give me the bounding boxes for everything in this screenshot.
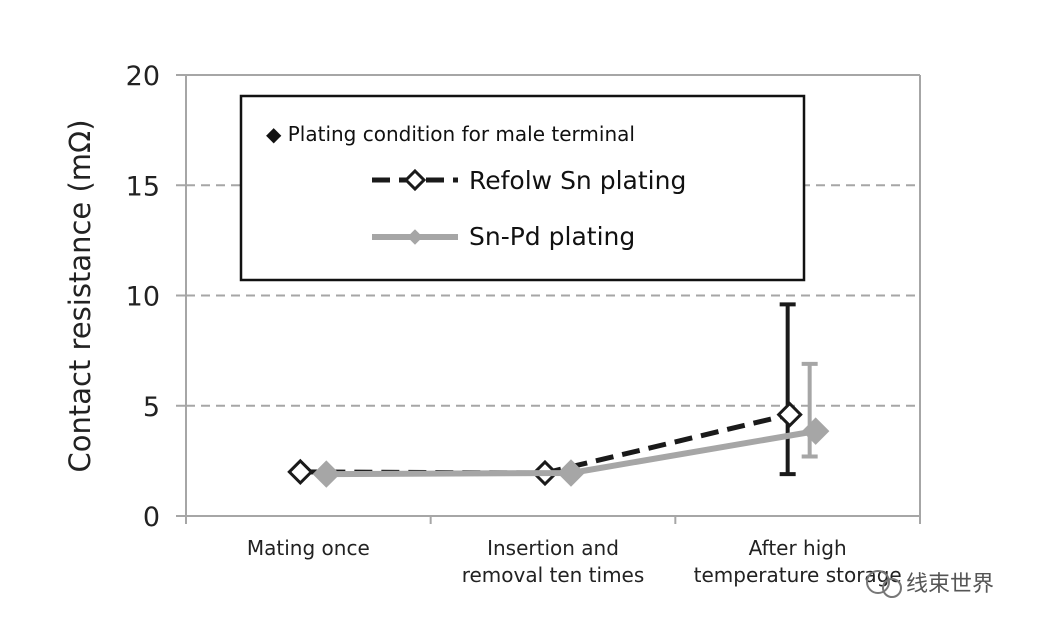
data-point-refolw-sn-plating-2 — [776, 401, 803, 428]
x-category-label-0-0: Mating once — [247, 536, 370, 560]
legend-label-sn-pd: Sn-Pd plating — [469, 222, 635, 251]
data-point-sn-pd-plating-0 — [312, 460, 341, 488]
x-category-label-2-0: After high — [749, 536, 847, 560]
data-point-sn-pd-plating-1 — [557, 459, 585, 487]
y-tick-label-10: 10 — [126, 282, 160, 313]
x-category-label-1-0: Insertion and — [487, 536, 619, 560]
x-category-label-1-1: removal ten times — [462, 563, 645, 587]
data-point-refolw-sn-plating-0 — [287, 458, 314, 486]
y-axis-title: Contact resistance (mΩ) — [63, 119, 97, 472]
watermark-logo-icon — [866, 570, 890, 594]
watermark-text: 线束世界 — [906, 572, 994, 597]
legend-marker-sn-pd — [407, 229, 423, 245]
y-tick-label-5: 5 — [143, 392, 160, 423]
legend-box — [239, 94, 806, 282]
y-tick-label-0: 0 — [143, 502, 160, 533]
data-point-sn-pd-plating-2 — [801, 417, 830, 445]
y-tick-label-20: 20 — [126, 61, 160, 92]
y-tick-label-15: 15 — [126, 171, 160, 202]
legend-label-refolw-sn: Refolw Sn plating — [469, 166, 686, 195]
legend-title: ◆ Plating condition for male terminal — [266, 122, 635, 146]
watermark-logo-icon-2 — [882, 578, 902, 598]
legend-marker-refolw-sn — [403, 168, 427, 192]
